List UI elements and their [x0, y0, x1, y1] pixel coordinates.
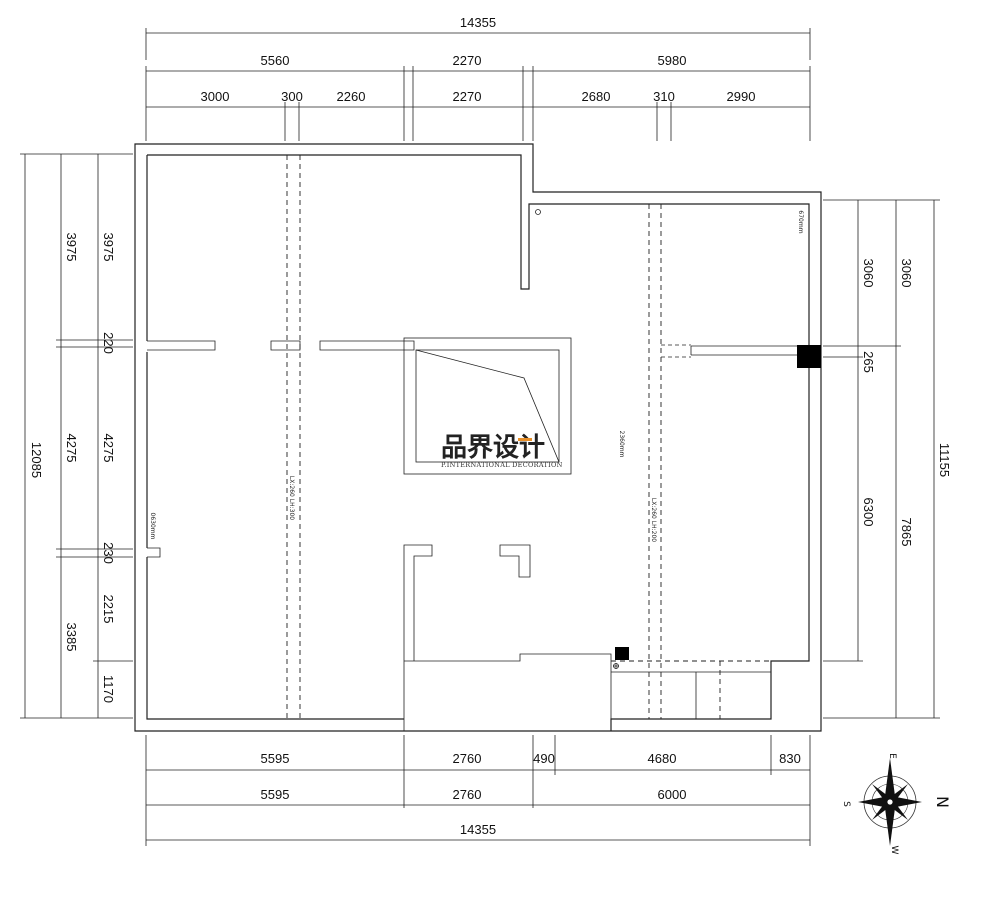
- beam-left-label: LX:260 LH:300: [288, 476, 295, 520]
- beams: [286, 155, 721, 719]
- bottom-dimensions: 5595 2760 490 4680 830 5595 2760 6000 14…: [145, 735, 811, 846]
- dim-bottom-row2-0: 5595: [261, 787, 290, 802]
- beam-right-label: LX:260 LH:200: [650, 498, 657, 542]
- dim-bottom-row2-1: 2760: [453, 787, 482, 802]
- dim-left-outer-0: 3975: [64, 233, 79, 262]
- dim-left-total: 12085: [29, 442, 44, 478]
- compass-east: E: [887, 753, 897, 759]
- dim-top-row3-6: 2990: [727, 89, 756, 104]
- compass-west: W: [889, 846, 899, 855]
- dim-left-inner-4: 2215: [101, 595, 116, 624]
- left-wall-note: 0630mm: [149, 513, 156, 540]
- logo: 品界设计 P.INTERNATIONAL DECORATION: [441, 433, 563, 469]
- dim-bottom-row1-3: 4680: [648, 751, 677, 766]
- dim-left-inner-2: 4275: [101, 434, 116, 463]
- column-block-bottom: [615, 647, 629, 660]
- dim-top-row2-1: 2270: [453, 53, 482, 68]
- dim-bottom-row2-2: 6000: [658, 787, 687, 802]
- dim-top-row3-0: 3000: [201, 89, 230, 104]
- dim-left-inner-1: 220: [101, 332, 116, 354]
- dim-right-total: 11155: [937, 443, 952, 477]
- drain-icon: [535, 209, 541, 215]
- dim-bottom-row1-0: 5595: [261, 751, 290, 766]
- dim-right-outer-0: 3060: [899, 259, 914, 288]
- compass-south: S: [841, 801, 851, 807]
- dim-left-inner-3: 230: [101, 542, 116, 564]
- top-dimensions: 14355 5560 2270 5980 3000 300 2260 2270 …: [145, 15, 811, 141]
- dim-top-row3-5: 310: [653, 89, 675, 104]
- dim-top-row2-2: 5980: [658, 53, 687, 68]
- compass-rose-icon: N S E W: [841, 753, 952, 854]
- logo-cn: 品界设计: [441, 433, 545, 463]
- right-top-note: 670mm: [797, 210, 804, 233]
- dim-right-inner-1: 265: [861, 351, 876, 373]
- left-dimensions: 12085 3975 4275 3385 3975 220 4275 230 2…: [20, 153, 133, 719]
- dim-right-outer-1: 7865: [899, 518, 914, 547]
- dim-top-row3-3: 2270: [453, 89, 482, 104]
- center-note: 2360mm: [618, 431, 625, 458]
- logo-accent: [518, 438, 532, 441]
- walls: [134, 143, 822, 732]
- dim-top-row3-4: 2680: [582, 89, 611, 104]
- dim-right-inner-2: 6300: [861, 498, 876, 527]
- column-block-right: [797, 345, 821, 368]
- compass-north: N: [933, 796, 952, 808]
- dim-left-outer-1: 4275: [64, 434, 79, 463]
- logo-en: P.INTERNATIONAL DECORATION: [441, 461, 563, 469]
- dim-right-inner-0: 3060: [861, 259, 876, 288]
- dim-top-row3-2: 2260: [337, 89, 366, 104]
- dim-bottom-row1-1: 2760: [453, 751, 482, 766]
- dim-left-outer-2: 3385: [64, 623, 79, 652]
- dim-bottom-row1-2: 490: [533, 751, 555, 766]
- dim-top-row2-0: 5560: [261, 53, 290, 68]
- annotations: LX:260 LH:300 LX:260 LH:200 0630mm 670mm…: [149, 210, 804, 542]
- dim-left-inner-0: 3975: [101, 233, 116, 262]
- dim-top-total: 14355: [460, 15, 496, 30]
- dim-bottom-total: 14355: [460, 822, 496, 837]
- dim-top-row3-1: 300: [281, 89, 303, 104]
- dim-left-inner-5: 1170: [101, 675, 116, 703]
- right-dimensions: 11155 3060 7865 3060 265 6300: [823, 199, 952, 719]
- dim-bottom-row1-4: 830: [779, 751, 801, 766]
